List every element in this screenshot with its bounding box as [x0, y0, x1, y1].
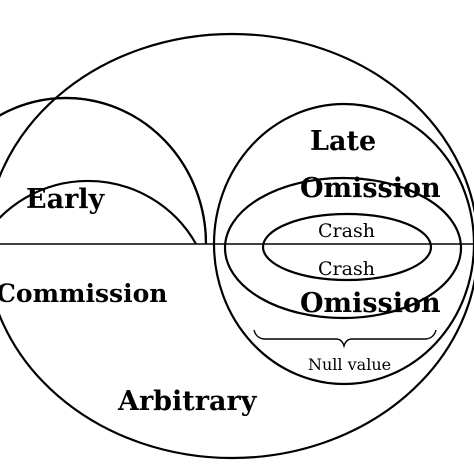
- late-circle: [212, 102, 474, 386]
- early-label: Early: [26, 184, 106, 215]
- omission-top-label: Omission: [300, 173, 441, 204]
- early-semicircle: [0, 179, 197, 245]
- commission-arc-top: [0, 96, 208, 245]
- arbitrary-label: Arbitrary: [117, 386, 258, 417]
- commission-label: Commission: [0, 279, 167, 308]
- crash-top-label: Crash: [318, 220, 375, 242]
- late-label: Late: [310, 126, 376, 157]
- null-value-brace: [253, 329, 437, 349]
- crash-bottom-label: Crash: [318, 258, 375, 280]
- omission-bottom-label: Omission: [300, 288, 441, 319]
- crash-ellipse: [261, 212, 433, 282]
- null-value-label: Null value: [308, 355, 391, 374]
- commission-arc-bottom: [0, 96, 208, 245]
- omission-ellipse: [223, 176, 463, 320]
- arbitrary-ellipse: [0, 32, 474, 460]
